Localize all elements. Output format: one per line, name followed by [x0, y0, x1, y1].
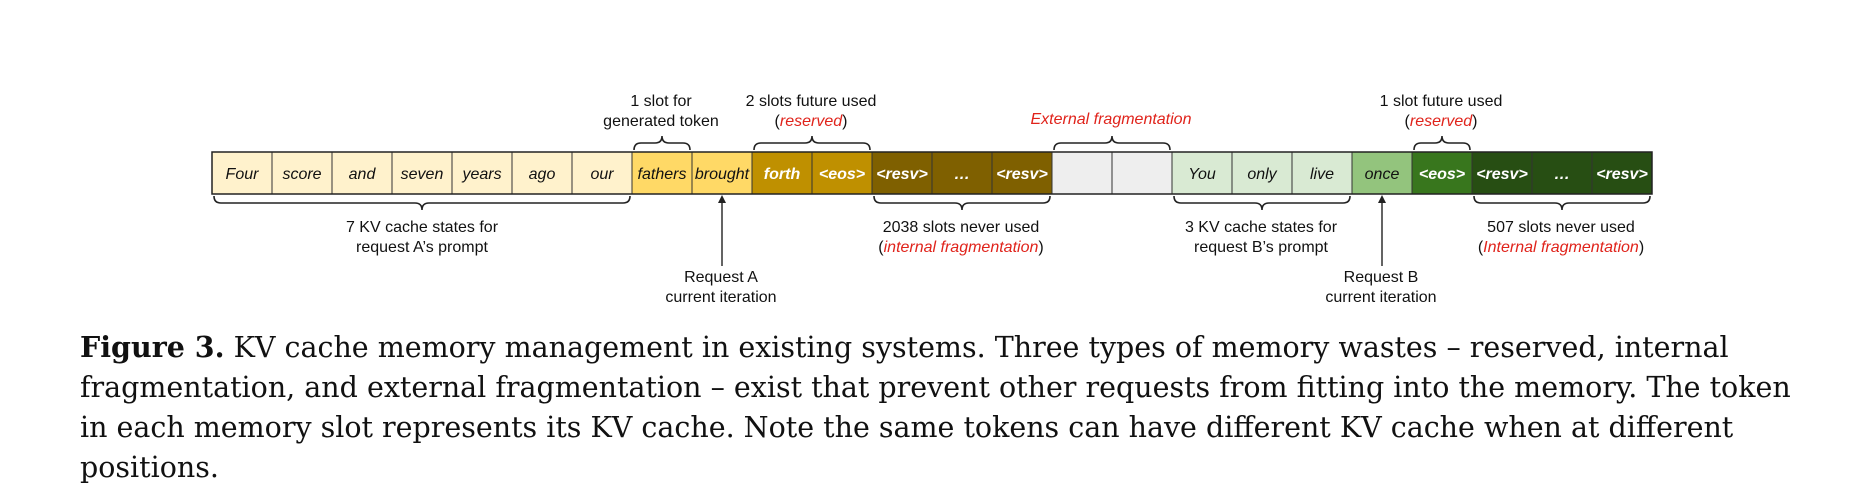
memory-slot [1051, 151, 1113, 195]
memory-slot [1471, 151, 1533, 195]
brace-group [213, 135, 1651, 211]
memory-slot-row: Four score and seven years ago our fathers broug… [211, 151, 1653, 195]
memory-slot [1531, 151, 1593, 195]
memory-slot [871, 151, 933, 195]
never-a-label-line2: (internal fragmentation) [878, 239, 1043, 256]
memory-slot [1351, 151, 1413, 195]
memory-slot [1231, 151, 1293, 195]
memory-slot [511, 151, 573, 195]
request-a-label-line1: Request A [684, 269, 758, 286]
request-a-arrow [718, 195, 726, 266]
future-a-label-line2: (reserved) [775, 113, 848, 130]
slot-token-label: seven [401, 166, 444, 183]
memory-slot [271, 151, 333, 195]
slot-token-label: <resv> [1476, 166, 1528, 183]
reserved-red-b: reserved [1410, 113, 1473, 130]
caption-text: KV cache memory management in existing s… [80, 331, 1791, 484]
memory-slot [751, 151, 813, 195]
memory-slot [211, 151, 273, 195]
slot-token-label: Four [226, 166, 260, 183]
request-a-label-line2: current iteration [665, 289, 776, 306]
slot-token-label: <resv> [1596, 166, 1648, 183]
slot-token-label: once [1365, 166, 1400, 183]
figure-caption: Figure 3. KV cache memory management in … [80, 327, 1800, 488]
prompt-a-label-line2: request A’s prompt [356, 239, 488, 256]
gen-slot-brace [633, 135, 691, 151]
future-b-brace [1413, 135, 1471, 151]
slot-token-label: our [590, 166, 614, 183]
slot-token-label: … [954, 166, 970, 183]
never-b-label-line2: (Internal fragmentation) [1478, 239, 1644, 256]
slot-token-label: … [1554, 166, 1570, 183]
never-a-brace [873, 195, 1051, 211]
slot-token-label: score [282, 166, 321, 183]
gen-slot-label-line1: 1 slot for [630, 93, 692, 110]
slot-token-label: fathers [638, 166, 687, 183]
prompt-b-label-line2: request B’s prompt [1194, 239, 1329, 256]
internal-frag-red-a: internal fragmentation [884, 239, 1039, 256]
slot-token-label: <eos> [819, 166, 865, 183]
memory-slot [1291, 151, 1353, 195]
request-b-arrow [1378, 195, 1386, 266]
slot-row-border [211, 151, 1653, 195]
slot-token-label: forth [764, 166, 801, 183]
slot-token-label: <resv> [996, 166, 1048, 183]
external-brace [1053, 135, 1171, 151]
future-b-label-line2: (reserved) [1405, 113, 1478, 130]
request-b-label-line1: Request B [1344, 269, 1419, 286]
prompt-a-label-line1: 7 KV cache states for [346, 219, 499, 236]
caption-label: Figure 3. [80, 330, 225, 364]
gen-slot-label-line2: generated token [603, 113, 719, 130]
memory-slot [631, 151, 693, 195]
slot-token-label: years [461, 166, 501, 183]
slot-token-label: only [1247, 166, 1277, 183]
memory-slot [1411, 151, 1473, 195]
memory-slot [1111, 151, 1173, 195]
never-b-brace [1473, 195, 1651, 211]
slot-token-label: <eos> [1419, 166, 1465, 183]
kv-cache-diagram: Four score and seven years ago our fathers broug… [211, 93, 1653, 306]
slot-token-label: and [349, 166, 377, 183]
arrow-group [718, 195, 1386, 266]
slot-token-label: ago [529, 166, 556, 183]
slot-token-label: live [1310, 166, 1334, 183]
prompt-b-brace [1173, 195, 1351, 211]
prompt-a-brace [213, 195, 631, 211]
never-b-label-line1: 507 slots never used [1487, 219, 1635, 236]
future-a-label-line1: 2 slots future used [746, 93, 877, 110]
reserved-red-a: reserved [780, 113, 843, 130]
future-b-label-line1: 1 slot future used [1380, 93, 1503, 110]
slot-token-label: You [1188, 166, 1216, 183]
slot-token-label: brought [695, 166, 750, 183]
prompt-b-label-line1: 3 KV cache states for [1185, 219, 1338, 236]
request-b-label-line2: current iteration [1325, 289, 1436, 306]
never-a-label-line1: 2038 slots never used [883, 219, 1040, 236]
future-a-brace [753, 135, 871, 151]
slot-token-label: <resv> [876, 166, 928, 183]
external-fragmentation-label: External fragmentation [1031, 111, 1192, 128]
internal-frag-red-b: Internal fragmentation [1483, 239, 1639, 256]
